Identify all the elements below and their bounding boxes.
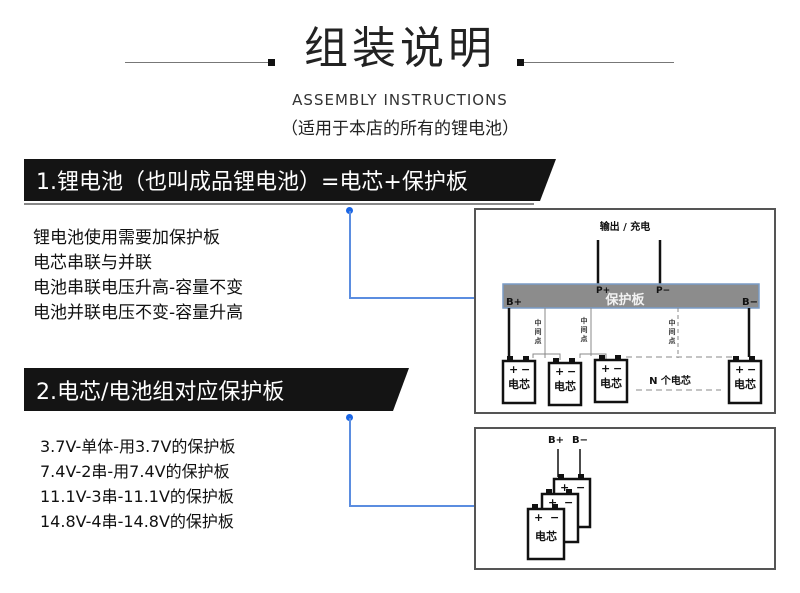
section2-line: 7.4V-2串-用7.4V的保护板 — [40, 462, 230, 481]
p-minus-label: P− — [656, 286, 670, 296]
plus-sign: + — [560, 481, 569, 494]
p-plus-label: P+ — [596, 286, 610, 296]
minus-sign: − — [567, 365, 576, 378]
battery-cell: +−电芯 — [547, 358, 583, 407]
midpoint-label: 中 — [669, 318, 676, 327]
section1-connector-horizontal — [349, 297, 475, 299]
section2-connector-vertical — [349, 418, 351, 506]
series-wiring-diagram: 输出 / 充电 P+ P− 保护板 B+ B− 中 间 点 中 间 点 中 间 … — [501, 220, 763, 407]
plus-sign: + — [534, 511, 543, 524]
plus-sign: + — [735, 363, 744, 376]
plus-sign: + — [509, 363, 518, 376]
output-label: 输出 / 充电 — [600, 220, 651, 233]
terminal-minus — [578, 474, 584, 480]
midpoint-label: 中 — [581, 316, 588, 325]
cell-body — [526, 507, 566, 561]
cell-label: 电芯 — [554, 379, 576, 393]
parallel-stack-diagram: B+ B− +−+−+−电芯 — [526, 435, 592, 561]
section2-connector-horizontal — [349, 505, 475, 507]
section1-banner: 1.锂电池（也叫成品锂电池）=电芯+保护板 — [24, 159, 556, 201]
section1-text: 锂电池使用需要加保护板 电芯串联与并联 电池串联电压升高-容量不变 电池并联电压… — [33, 226, 243, 326]
midpoint-label-char: 间 — [669, 327, 676, 336]
protection-board — [502, 283, 760, 309]
section1-line: 电池并联电压不变-容量升高 — [33, 303, 244, 323]
title-dot-left — [268, 59, 275, 66]
n-cells-label: N 个电芯 — [649, 374, 691, 387]
title-dot-right — [517, 59, 524, 66]
terminal-minus — [569, 358, 575, 364]
plus-sign: + — [601, 362, 610, 375]
terminal-minus — [615, 355, 621, 361]
section2-text: 3.7V-单体-用3.7V的保护板 7.4V-2串-用7.4V的保护板 11.1… — [40, 434, 235, 534]
b-minus-label: B− — [572, 435, 588, 446]
section2-line: 14.8V-4串-14.8V的保护板 — [40, 512, 234, 531]
midpoint-label: 中 — [535, 318, 542, 327]
series-link — [579, 353, 607, 360]
minus-sign: − — [564, 496, 573, 509]
cell-body — [593, 358, 629, 404]
cell-body — [547, 361, 583, 407]
battery-cell: +−电芯 — [593, 355, 629, 404]
cell-label: 电芯 — [600, 376, 622, 390]
midpoint-label-char: 点 — [669, 336, 676, 345]
cell-label: 电芯 — [508, 377, 530, 391]
terminal-minus — [749, 356, 755, 362]
terminal-minus — [523, 356, 529, 362]
midpoint-label-char: 间 — [581, 325, 588, 334]
midpoint-label-char: 点 — [535, 336, 542, 345]
title-rule-left — [125, 62, 270, 63]
section1-diagram: 输出 / 充电 P+ P− 保护板 B+ B− 中 间 点 中 间 点 中 间 … — [474, 208, 776, 414]
title-rule-right — [524, 62, 674, 63]
terminal-minus — [552, 504, 558, 510]
board-label: 保护板 — [604, 292, 645, 308]
terminal-plus — [546, 489, 552, 495]
subtitle-chinese: （适用于本店的所有的锂电池） — [281, 119, 519, 139]
cell-body — [727, 359, 763, 405]
battery-cell: +−电芯 — [727, 356, 763, 405]
midpoint-label-char: 点 — [581, 334, 588, 343]
cell-label: 电芯 — [535, 529, 557, 543]
battery-cell: +−电芯 — [501, 356, 537, 405]
minus-sign: − — [613, 362, 622, 375]
section1-line: 电芯串联与并联 — [33, 253, 152, 273]
plus-sign: + — [555, 365, 564, 378]
section2-banner: 2.电芯/电池组对应保护板 — [24, 368, 409, 411]
section2-line: 3.7V-单体-用3.7V的保护板 — [40, 437, 236, 456]
section1-line: 电池串联电压升高-容量不变 — [33, 278, 244, 298]
terminal-plus — [558, 474, 564, 480]
section1-connector-vertical — [349, 211, 351, 299]
terminal-plus — [507, 356, 513, 362]
battery-cell: +− 电芯 — [526, 504, 566, 561]
section1-connector-dot — [346, 207, 353, 214]
terminal-plus — [532, 504, 538, 510]
cell-group: +−电芯+−电芯+−电芯+−电芯 — [501, 355, 763, 407]
section1-line: 锂电池使用需要加保护板 — [33, 228, 220, 248]
terminal-minus — [566, 489, 572, 495]
b-minus-label: B− — [742, 297, 758, 308]
page-title: 组装说明 — [304, 23, 496, 74]
b-plus-label: B+ — [548, 435, 564, 446]
terminal-plus — [553, 358, 559, 364]
series-link — [532, 353, 561, 360]
minus-sign: − — [576, 481, 585, 494]
b-plus-label: B+ — [506, 297, 522, 308]
minus-sign: − — [550, 511, 559, 524]
stacked-cell-group: +−+−+−电芯 — [526, 474, 592, 561]
midpoint-label-char: 间 — [535, 327, 542, 336]
plus-sign: + — [548, 496, 557, 509]
terminal-plus — [599, 355, 605, 361]
minus-sign: − — [747, 363, 756, 376]
cell-label: 电芯 — [734, 377, 756, 391]
section1-banner-underline — [24, 203, 534, 205]
terminal-plus — [733, 356, 739, 362]
section2-line: 11.1V-3串-11.1V的保护板 — [40, 487, 234, 506]
section2-connector-dot — [346, 414, 353, 421]
section2-diagram: B+ B− +−+−+−电芯 — [474, 427, 776, 570]
cell-body — [501, 359, 537, 405]
minus-sign: − — [521, 363, 530, 376]
subtitle-english: ASSEMBLY INSTRUCTIONS — [292, 91, 508, 109]
